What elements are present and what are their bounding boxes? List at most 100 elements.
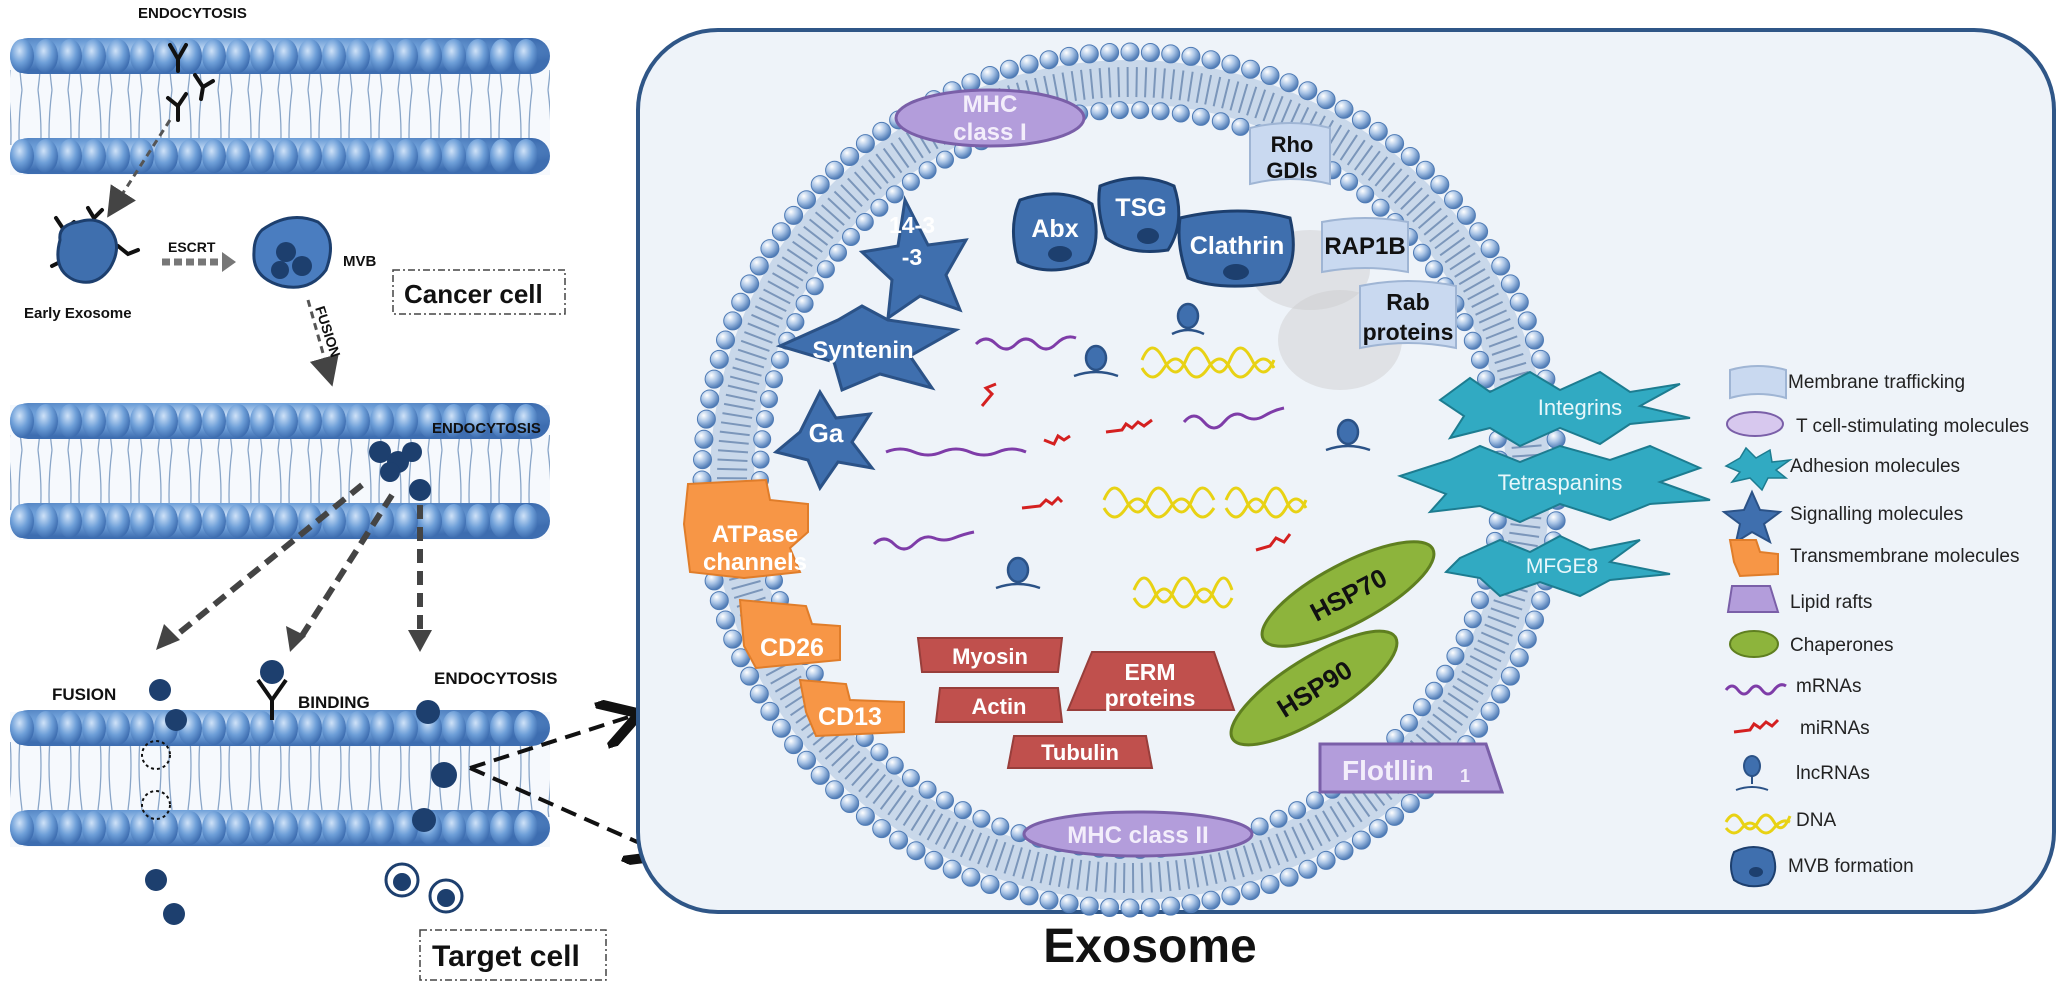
actin-label: Actin xyxy=(972,694,1027,719)
mhc-class-i-line2: class I xyxy=(953,119,1026,146)
lipid-head xyxy=(784,205,804,225)
arrow-to-exosome-upper xyxy=(469,716,632,770)
lipid-head xyxy=(1079,44,1099,64)
lipid-head xyxy=(700,389,720,409)
membrane-bead xyxy=(394,504,418,538)
dna-cargo xyxy=(1102,346,1308,609)
lncrna-icon xyxy=(1735,755,1769,791)
lipid-head xyxy=(936,150,954,169)
membrane-bead xyxy=(490,139,514,173)
lipid-head xyxy=(1288,801,1307,820)
lipid-head xyxy=(1469,222,1489,242)
membrane-bead xyxy=(370,811,394,845)
lipid-head xyxy=(1120,898,1140,918)
membrane-bead xyxy=(394,711,418,745)
lipid-head xyxy=(1201,890,1221,910)
membrane-bead xyxy=(442,711,466,745)
lipid-head xyxy=(972,809,991,828)
receptor-binding xyxy=(256,678,288,720)
lipid-head xyxy=(1161,44,1181,64)
lipid-head xyxy=(1316,850,1336,870)
lipid-head xyxy=(1231,117,1250,136)
actin-box: Actin xyxy=(934,687,1064,723)
lipid-head xyxy=(786,313,805,332)
membrane-bead xyxy=(82,39,106,73)
escrt-label: ESCRT xyxy=(168,239,216,255)
membrane-bead xyxy=(58,39,82,73)
mirna-icon xyxy=(1733,718,1780,734)
lipid-head xyxy=(889,830,909,850)
membrane-bead xyxy=(418,39,442,73)
mhc-class-i-shape xyxy=(894,88,1086,148)
lipid-head xyxy=(1306,791,1324,810)
myosin-label: Myosin xyxy=(952,644,1028,669)
syntenin-label: Syntenin xyxy=(812,337,913,364)
lipid-head xyxy=(1079,896,1099,916)
mrna-cargo xyxy=(872,335,1285,551)
lipid-head xyxy=(1140,43,1160,62)
lipid-head xyxy=(1425,681,1444,700)
lipid-head xyxy=(1491,256,1511,276)
membrane-bead xyxy=(250,811,274,845)
lipid-head xyxy=(1546,511,1566,531)
cd26-molecule: CD26 xyxy=(738,598,841,670)
lipid-head xyxy=(1181,46,1201,66)
cancer-cell-label: Cancer cell xyxy=(404,279,543,309)
legend-label: Membrane trafficking xyxy=(1788,372,1965,393)
lipid-head xyxy=(1413,698,1431,717)
membrane-bead xyxy=(106,39,130,73)
lipid-head xyxy=(731,292,751,312)
membrane-bead xyxy=(130,711,154,745)
membrane-bead xyxy=(154,504,178,538)
mvb-label: MVB xyxy=(343,253,377,270)
fusion-label: FUSION xyxy=(52,685,116,704)
lipid-head xyxy=(1221,886,1241,906)
lipid-head xyxy=(1181,894,1201,914)
membrane-bead xyxy=(418,404,442,438)
membrane-bead xyxy=(106,404,130,438)
legend-item-lncrnas: lncRNAs xyxy=(1735,755,1870,791)
lipid-head xyxy=(1151,102,1170,121)
membrane-bead xyxy=(346,711,370,745)
lipid-head xyxy=(1480,239,1500,259)
lipid-head xyxy=(1463,331,1482,350)
lipid-head xyxy=(749,256,769,276)
membrane-bead xyxy=(130,404,154,438)
endosome-vesicles xyxy=(384,862,464,914)
lipid-head xyxy=(1140,898,1160,917)
lipid-head xyxy=(1340,172,1359,191)
mfge8-adhesion: MFGE8 xyxy=(1443,534,1671,598)
membrane-bead xyxy=(490,39,514,73)
lipid-head xyxy=(961,867,981,887)
lipid-head xyxy=(1368,819,1388,839)
tetraspanins-label: Tetraspanins xyxy=(1498,470,1623,495)
early-exosome-shape xyxy=(56,218,118,284)
lipid-head xyxy=(771,718,791,738)
lipid-head xyxy=(716,610,735,630)
lipid-head xyxy=(1455,313,1474,332)
lipid-head xyxy=(918,780,937,799)
lipid-head xyxy=(999,881,1019,901)
lipid-head xyxy=(1455,628,1474,647)
lipid-head xyxy=(901,172,920,191)
legend-item-membrane-trafficking: Membrane trafficking xyxy=(1729,365,1965,400)
lipid-head xyxy=(694,429,714,449)
lncrna-cargo xyxy=(995,302,1371,590)
lipid-head xyxy=(1120,42,1140,62)
membrane-bead xyxy=(322,404,346,438)
membrane-bead xyxy=(514,404,538,438)
membrane-bead xyxy=(154,404,178,438)
lipid-head xyxy=(1446,647,1465,666)
lipid-head xyxy=(1241,881,1261,901)
binding-label: BINDING xyxy=(298,693,370,712)
lipid-head xyxy=(760,701,780,721)
lipid-head xyxy=(1436,664,1455,683)
erm-line2: proteins xyxy=(1105,685,1196,711)
legend-item-mirnas: miRNAs xyxy=(1733,718,1870,739)
membrane-bead xyxy=(370,504,394,538)
lipid-head xyxy=(756,410,774,429)
lipid-head xyxy=(795,294,814,313)
mhc-class-i-line1: MHC xyxy=(963,91,1018,118)
lipid-head xyxy=(723,629,743,649)
lipid-head xyxy=(870,743,889,762)
